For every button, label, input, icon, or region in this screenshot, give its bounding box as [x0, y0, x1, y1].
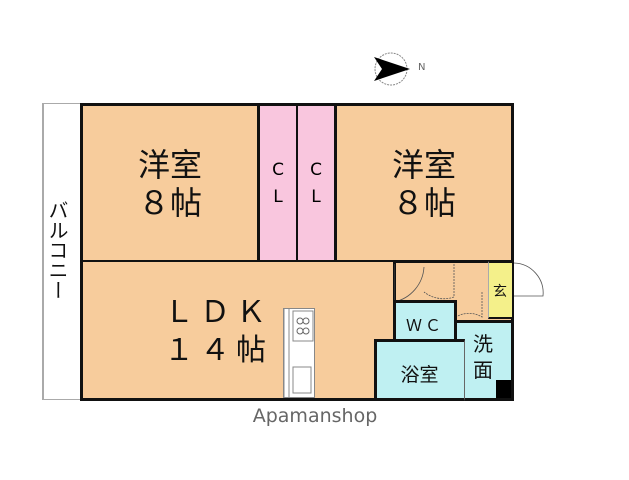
room-2-size: ８帖: [391, 184, 456, 222]
western-room-2: 洋室 ８帖: [334, 103, 514, 263]
wc: ＷＣ: [393, 300, 457, 342]
closet-1-c: C: [272, 159, 284, 180]
entrance-label: 玄: [493, 284, 507, 300]
compass: N: [370, 50, 430, 90]
closet-1-l: L: [273, 186, 283, 207]
western-room-1: 洋室 ８帖: [80, 103, 260, 263]
ldk-name: ＬＤＫ: [164, 295, 272, 330]
closet-2-c: C: [310, 159, 322, 180]
room-2-name: 洋室: [391, 146, 456, 184]
ldk: ＬＤＫ １４帖: [80, 260, 396, 401]
balcony-label: バルコニー: [45, 200, 69, 300]
bathroom: 浴室: [374, 339, 465, 401]
wc-label: ＷＣ: [405, 316, 444, 335]
entrance: 玄: [488, 261, 514, 319]
bath-label: 浴室: [400, 364, 439, 386]
kitchen-counter: [283, 308, 315, 398]
washroom-label-2: 面: [473, 358, 493, 382]
north-arrow-icon: [374, 52, 410, 86]
pipe-shaft: [496, 380, 511, 398]
stove-icon: [283, 309, 314, 397]
balcony: バルコニー: [42, 103, 81, 400]
compass-label: N: [418, 62, 426, 73]
watermark: Apamanshop: [252, 405, 378, 427]
closet-2-l: L: [311, 186, 321, 207]
washroom-label-1: 洗: [473, 332, 493, 356]
ldk-size: １４帖: [164, 333, 272, 368]
entry-door-icon[interactable]: [513, 262, 545, 302]
closet-1: C L: [258, 103, 298, 261]
room-1-name: 洋室: [137, 146, 202, 184]
closet-2: C L: [296, 103, 336, 261]
room-1-size: ８帖: [137, 184, 202, 222]
